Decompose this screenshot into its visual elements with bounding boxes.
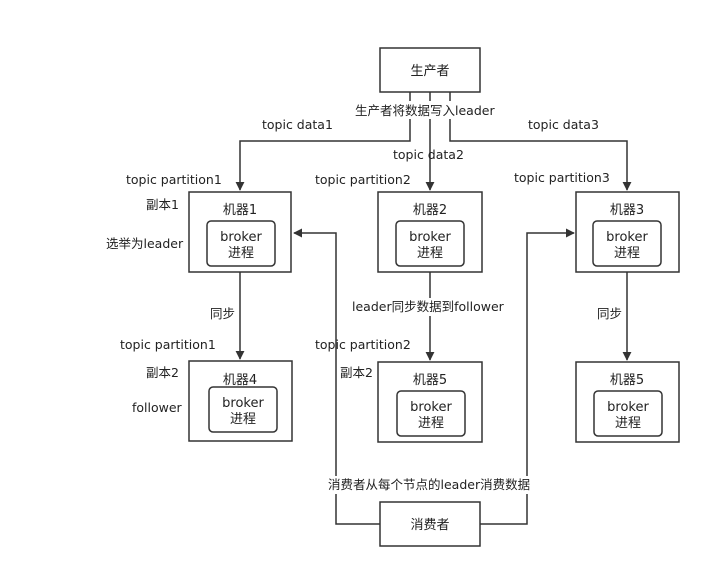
replica1-label: 副本1 [146,197,179,212]
producer-label: 生产者 [410,64,449,79]
machine-4-broker: broker [222,396,264,411]
consumer-read-label: 消费者从每个节点的leader消费数据 [328,477,530,492]
machine-5-middle-broker: broker [410,400,452,415]
topic-partition1-top-label: topic partition1 [126,172,222,187]
topic-partition3-top-label: topic partition3 [514,170,610,185]
replica2-left-label: 副本2 [146,365,179,380]
machine-1-title: 机器1 [223,203,257,218]
topic-data2-label: topic data2 [393,147,464,162]
consumer-read-label-bg [328,476,538,494]
machine-5-right-title: 机器5 [610,373,644,388]
producer-write-label: 生产者将数据写入leader [355,103,495,118]
machine-5-right-process: 进程 [615,416,641,431]
arrow-consumer-to-machine-3 [480,228,575,525]
sync-left-label: 同步 [210,306,235,321]
topic-data3-label: topic data3 [528,117,599,132]
machine-5-middle-process: 进程 [418,416,444,431]
machine-3-node: 机器3 broker 进程 [575,191,680,273]
machine-3-broker: broker [606,230,648,245]
consumer-label: 消费者 [410,518,449,533]
leader-sync-label-bg [352,298,508,316]
machine-2-process: 进程 [417,246,443,261]
consumer-node: 消费者 [379,501,481,547]
topic-data1-label: topic data1 [262,117,333,132]
producer-node: 生产者 [379,47,481,93]
machine-5-right-node: 机器5 broker 进程 [575,361,680,443]
machine-4-title: 机器4 [223,373,257,388]
machine-4-node: 机器4 broker 进程 [188,360,293,442]
sync-right-label: 同步 [597,306,622,321]
machine-5-middle-title: 机器5 [413,373,447,388]
leader-sync-label: leader同步数据到follower [352,299,505,314]
machine-5-right-broker: broker [607,400,649,415]
machine-2-title: 机器2 [413,203,447,218]
elect-leader-label: 选举为leader [106,236,184,251]
topic-partition2-top-label: topic partition2 [315,172,411,187]
topic-partition2-bottom-label: topic partition2 [315,337,411,352]
machine-3-title: 机器3 [610,203,644,218]
machine-5-middle-node: 机器5 broker 进程 [377,361,483,443]
machine-3-process: 进程 [614,246,640,261]
machine-1-node: 机器1 broker 进程 [188,191,292,273]
replica2-middle-label: 副本2 [340,365,373,380]
machine-2-broker: broker [409,230,451,245]
arrow-consumer-to-machine-1 [293,228,380,525]
follower-label: follower [132,400,183,415]
machine-1-broker: broker [220,230,262,245]
machine-1-process: 进程 [228,246,254,261]
topic-partition1-bottom-label: topic partition1 [120,337,216,352]
machine-4-process: 进程 [230,412,256,427]
machine-2-node: 机器2 broker 进程 [377,191,483,273]
producer-write-label-bg [355,101,503,119]
